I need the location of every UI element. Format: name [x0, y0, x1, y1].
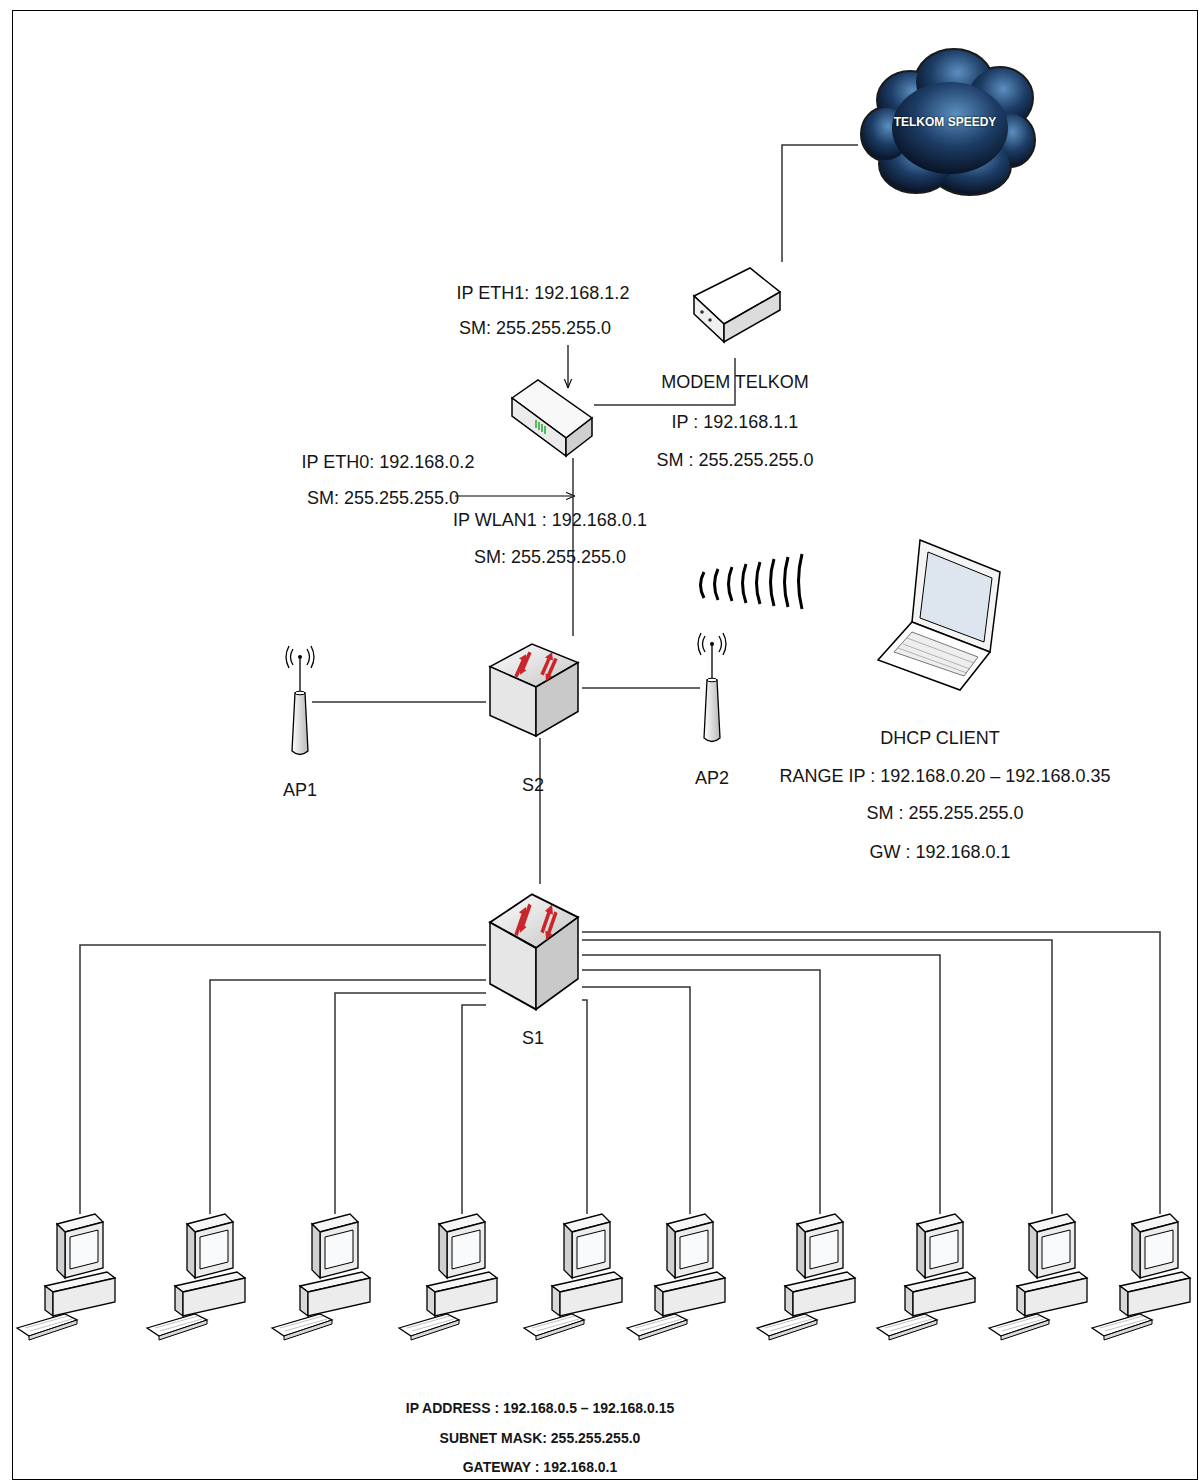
node-label: IP ETH0: 192.168.0.2 — [302, 453, 475, 471]
node-label: GW : 192.168.0.1 — [869, 843, 1010, 861]
internet-cloud: TELKOM SPEEDY — [858, 42, 1038, 202]
node-label: DHCP CLIENT — [880, 729, 1000, 747]
network-cable — [782, 145, 858, 262]
node-label: AP2 — [695, 769, 729, 787]
network-cable — [572, 458, 574, 636]
modem-device-icon — [688, 262, 784, 358]
network-cable — [312, 701, 486, 703]
network-cable — [582, 687, 700, 689]
switch-device-icon — [486, 636, 582, 738]
node-label: SM : 255.255.255.0 — [656, 451, 813, 469]
switch-device-shape — [490, 894, 578, 1009]
switch-device: S2 — [486, 636, 582, 738]
node-label: TELKOM SPEEDY — [894, 116, 997, 128]
address-note: SUBNET MASK: 255.255.255.0 — [440, 1431, 641, 1445]
laptop-client: DHCP CLIENTRANGE IP : 192.168.0.20 – 192… — [876, 538, 1002, 693]
router-device-icon — [508, 376, 594, 458]
node-label: AP1 — [283, 781, 317, 799]
modem-device-shape — [694, 268, 780, 342]
access-point: AP2 — [700, 632, 724, 750]
address-note: GATEWAY : 192.168.0.1 — [463, 1460, 618, 1474]
node-label: S1 — [522, 1029, 544, 1047]
node-label: MODEM TELKOM — [661, 373, 809, 391]
node-label: SM: 255.255.255.0 — [474, 548, 626, 566]
pc-icons — [17, 1214, 1190, 1340]
access-point-icon — [700, 632, 724, 750]
node-label: S2 — [522, 776, 544, 794]
node-label: IP : 192.168.1.1 — [672, 413, 799, 431]
node-label: SM: 255.255.255.0 — [459, 319, 611, 337]
wireless-waves — [701, 554, 803, 609]
switch-device-icon — [486, 884, 582, 1012]
access-point-icon — [288, 645, 312, 763]
frame-border — [13, 11, 1198, 1480]
node-label: IP ETH1: 192.168.1.2 — [457, 284, 630, 302]
node-label: RANGE IP : 192.168.0.20 – 192.168.0.35 — [780, 767, 1111, 785]
node-label: SM: 255.255.255.0 — [307, 489, 459, 507]
access-point-shape — [286, 646, 314, 755]
switch-device: S1 — [486, 884, 582, 1012]
network-cable — [539, 738, 541, 884]
router-device-shape — [512, 380, 592, 456]
node-label: IP WLAN1 : 192.168.0.1 — [453, 511, 647, 529]
internet-cloud-shape — [862, 50, 1034, 194]
node-label: SM : 255.255.255.0 — [866, 804, 1023, 822]
access-point: AP1 — [288, 645, 312, 763]
access-point-shape — [698, 633, 726, 742]
modem-device: MODEM TELKOMIP : 192.168.1.1SM : 255.255… — [688, 262, 784, 358]
pc-cables — [80, 932, 1160, 1214]
laptop-client-icon — [876, 538, 1002, 693]
switch-device-shape — [490, 644, 578, 736]
router-device: IP ETH1: 192.168.1.2SM: 255.255.255.0IP … — [508, 376, 594, 458]
laptop-client-shape — [878, 540, 1000, 690]
address-note: IP ADDRESS : 192.168.0.5 – 192.168.0.15 — [406, 1401, 675, 1415]
